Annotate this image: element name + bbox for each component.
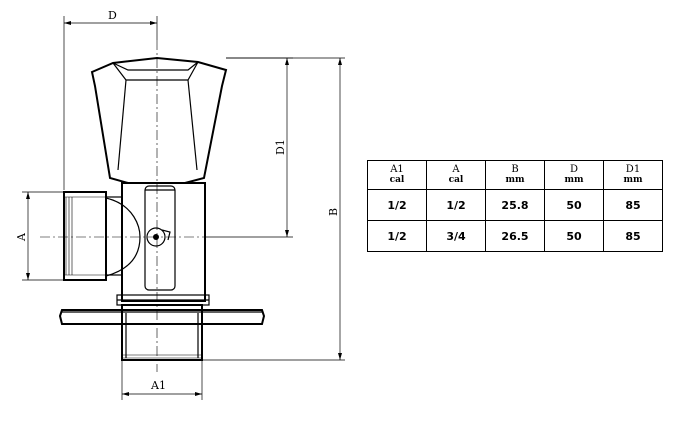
escutcheon-plate [58,309,266,325]
table-cell: 50 [544,189,604,221]
dimension-d1: D1 [205,57,293,238]
valve-body [116,182,210,306]
dimension-a: A [15,191,64,281]
dimension-d: D [63,9,158,190]
table-cell: 1/2 [367,220,427,252]
bottom-outlet [121,304,203,361]
dimension-b-label: B [327,208,340,216]
dimension-a1: A1 [121,360,203,400]
dimension-d1-label: D1 [274,139,287,155]
table-cell: 1/2 [367,189,427,221]
table-cell: 85 [603,189,663,221]
table-cell: 25.8 [485,189,545,221]
table-row: 1/2 1/2 25.8 50 85 [367,189,663,221]
side-inlet [63,191,141,281]
valve-handle [90,56,228,184]
center-lines [40,40,205,372]
table-cell: 1/2 [426,189,486,221]
table-cell: 26.5 [485,220,545,252]
table-cell: 50 [544,220,604,252]
dimension-a-label: A [15,232,28,242]
table-cell: 3/4 [426,220,486,252]
table-row: 1/2 3/4 26.5 50 85 [367,220,663,252]
table-cell: 85 [603,220,663,252]
dimension-b: B [202,57,345,361]
inlet-thread [65,197,73,275]
dimension-d-label: D [108,9,117,22]
dimension-a1-label: A1 [150,379,166,392]
